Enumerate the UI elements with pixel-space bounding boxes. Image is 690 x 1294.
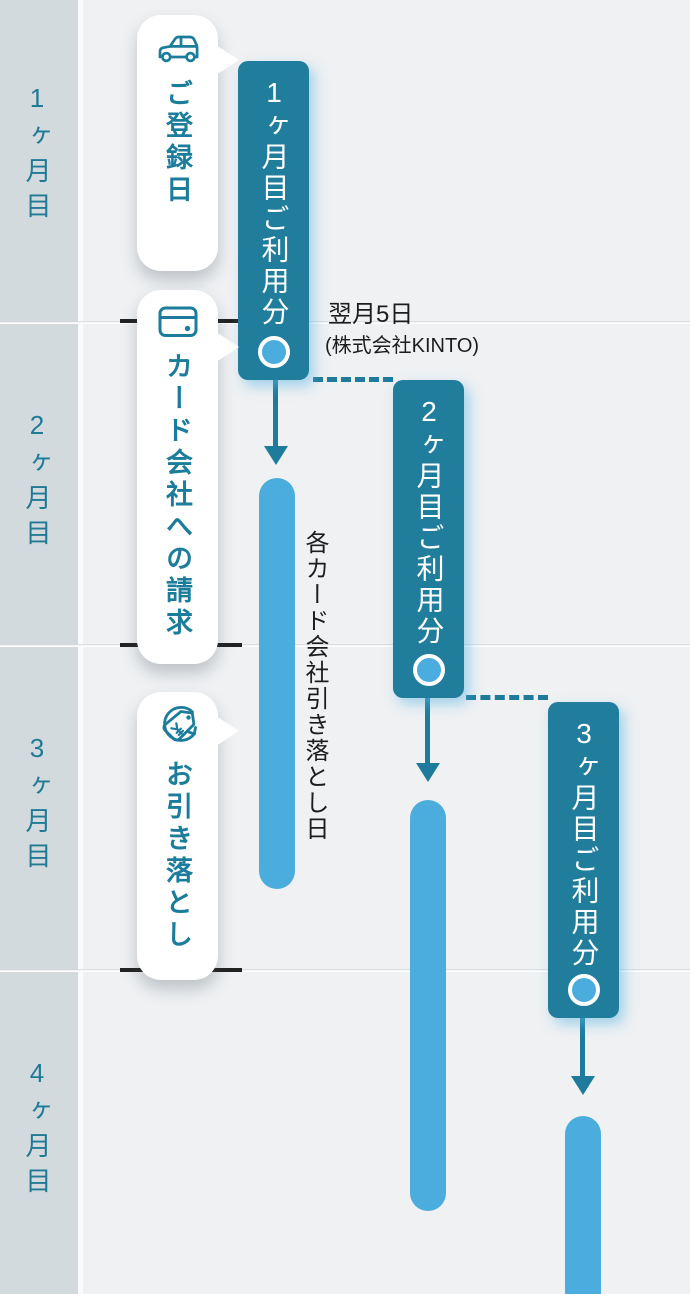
- dashed-connector-1: [313, 377, 393, 382]
- usage-bar-month2: 2ヶ月目ご利用分: [393, 380, 464, 698]
- usage-bar-month2-label: 2ヶ月目ご利用分: [413, 396, 445, 647]
- withdrawal-label: お引き落とし: [162, 760, 192, 952]
- car-icon: [158, 35, 198, 63]
- arrow-head-1: [264, 446, 288, 465]
- billing-period-pill-3: [565, 1116, 601, 1294]
- timeline-dot: [257, 336, 290, 368]
- month-divider-1: [0, 321, 690, 324]
- usage-bar-month1: 1ヶ月目ご利用分: [238, 61, 309, 380]
- month-label-1: 1ヶ月目: [22, 83, 52, 227]
- bubble-pointer: [216, 332, 239, 362]
- registration-date-bubble: ご登録日: [137, 15, 239, 271]
- billing-period-pill-1: [259, 478, 295, 889]
- bubble-pointer: [216, 716, 239, 746]
- timeline-dot: [412, 654, 445, 686]
- billing-period-pill-2: [410, 800, 446, 1211]
- arrow-head-2: [416, 763, 440, 782]
- month-label-2: 2ヶ月目: [22, 410, 52, 554]
- credit-card-icon: [158, 306, 197, 337]
- month-label-3: 3ヶ月目: [22, 733, 52, 877]
- sidebar-edge-divider: [78, 0, 83, 1294]
- usage-bar-month1-label: 1ヶ月目ご利用分: [258, 77, 290, 328]
- card-billing-bubble: カード会社への請求: [137, 290, 239, 664]
- arrow-head-3: [571, 1076, 595, 1095]
- usage-bar-month3-label: 3ヶ月目ご利用分: [568, 718, 600, 969]
- arrow-down-1: [273, 380, 278, 446]
- arrow-down-2: [425, 698, 430, 763]
- arrow-down-3: [580, 1018, 585, 1076]
- month-divider-2: [0, 644, 690, 647]
- bubble-pointer: [216, 45, 239, 75]
- dashed-connector-2: [466, 695, 548, 700]
- withdrawal-date-note: 各カード会社引き落とし日: [301, 530, 328, 842]
- month-divider-3: [0, 969, 690, 972]
- billing-date-note: 翌月5日: [328, 301, 414, 328]
- registration-date-label: ご登録日: [162, 79, 192, 207]
- month-label-4: 4ヶ月目: [22, 1058, 52, 1202]
- usage-bar-month3: 3ヶ月目ご利用分: [548, 702, 619, 1018]
- timeline-dot: [567, 974, 600, 1006]
- billing-company-note: (株式会社KINTO): [325, 335, 480, 357]
- withdrawal-bubble: お引き落とし: [137, 692, 239, 980]
- yen-tag-icon: [161, 706, 197, 742]
- card-billing-label: カード会社への請求: [162, 352, 192, 640]
- month-axis-sidebar: [0, 0, 78, 1294]
